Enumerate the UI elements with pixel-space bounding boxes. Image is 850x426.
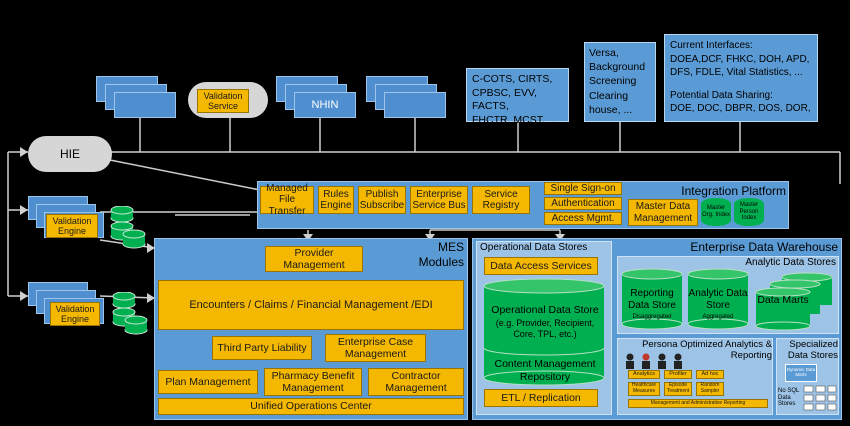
- contractor-management: Contractor Management: [368, 368, 464, 396]
- ad-hoc-tool: Ad hoc: [696, 370, 724, 379]
- versa-line: Clearing: [589, 89, 629, 102]
- encounters-claims-module: Encounters / Claims / Financial Manageme…: [158, 280, 464, 330]
- validation-engine-label: Validation Engine: [46, 214, 98, 238]
- versa-line: Versa,: [589, 47, 619, 59]
- edw-title: Enterprise Data Warehouse: [690, 240, 838, 254]
- enterprise-service-bus: Enterprise Service Bus: [410, 186, 468, 214]
- hie-cloud: HIE: [28, 136, 112, 172]
- validation-service-label: Validation Service: [197, 89, 249, 113]
- database-icon: [112, 292, 148, 335]
- data-access-services: Data Access Services: [484, 257, 598, 275]
- potential-sharing-line: DOE, DOC, DBPR, DOS, DOR, ...: [670, 103, 811, 128]
- current-interfaces-title: Current Interfaces:: [670, 40, 753, 51]
- profiler-tool: Profiler: [664, 370, 692, 379]
- persona-analytics-title: Persona Optimized Analytics & Reporting: [642, 339, 772, 362]
- versa-line: Background: [589, 61, 646, 74]
- validation-engine-label: Validation Engine: [50, 302, 100, 326]
- content-management-repository: Content Management Repository: [494, 358, 596, 383]
- management-reporting: Management and Administrative Reporting: [628, 399, 768, 408]
- healthcare-measures-tool: Healthcare Measures: [628, 382, 660, 396]
- service-registry: Service Registry: [472, 186, 530, 214]
- potential-sharing-title: Potential Data Sharing:: [670, 89, 773, 101]
- enterprise-case-management: Enterprise Case Management: [325, 334, 426, 362]
- unified-operations-center: Unified Operations Center: [158, 398, 464, 415]
- cots-line: CPBSC, EVV, FACTS,: [472, 86, 537, 113]
- reporting-data-store: Reporting Data Store: [628, 288, 676, 311]
- single-sign-on: Single Sign-on: [544, 182, 622, 195]
- cots-line: C-COTS, CIRTS,: [472, 73, 553, 85]
- current-interfaces-line: DFS, FDLE, Vital Statistics, ...: [670, 67, 803, 78]
- integration-platform-title: Integration Platform: [681, 184, 786, 198]
- episode-treatment-tool: Episode Treatment: [664, 382, 692, 396]
- managed-file-transfer: Managed File Transfer: [260, 183, 314, 217]
- master-data-management: Master Data Management: [628, 199, 698, 226]
- nhin-label: NHIN: [294, 92, 356, 118]
- data-marts: Data Marts: [757, 294, 809, 306]
- system-stack-page: [114, 92, 176, 118]
- current-interfaces-box: Current Interfaces: DOEA,DCF, FHKC, DOH,…: [664, 34, 818, 128]
- access-management: Access Mgmt.: [544, 212, 622, 225]
- rules-engine: Rules Engine: [318, 186, 354, 214]
- cots-systems-box: C-COTS, CIRTS, CPBSC, EVV, FACTS, FHCTR,…: [466, 68, 569, 126]
- etl-replication: ETL / Replication: [484, 389, 598, 407]
- publish-subscribe: Publish Subscribe: [358, 186, 406, 214]
- versa-line: Screening: [589, 75, 637, 88]
- mes-modules-title: MES Modules: [418, 240, 464, 269]
- versa-line: house, ...: [589, 103, 633, 116]
- versa-box: Versa, Background Screening Clearing hou…: [584, 42, 656, 122]
- analytic-data-store-sub: Aggregated: [702, 314, 734, 320]
- master-org-index: Master Org. Index: [701, 198, 731, 226]
- data-marts-cylinders: [755, 272, 833, 331]
- persona-people-icon: [626, 353, 682, 369]
- reporting-data-store-sub: Disaggregated: [632, 314, 672, 320]
- database-icon: [110, 206, 146, 249]
- random-sampler-tool: Random Sampler: [696, 382, 724, 396]
- analytic-data-store: Analytic Data Store: [688, 288, 748, 311]
- analytic-data-stores-title: Analytic Data Stores: [745, 257, 836, 268]
- provider-management: Provider Management: [265, 246, 363, 272]
- plan-management: Plan Management: [158, 370, 258, 394]
- operational-data-store-label: Operational Data Store: [491, 304, 599, 316]
- authentication: Authentication: [544, 197, 622, 210]
- current-interfaces-line: DOEA,DCF, FHKC, DOH, APD,: [670, 53, 810, 65]
- master-person-index: Master Person Index: [734, 198, 764, 226]
- cots-line: FHCTR, MCST, ...: [472, 113, 557, 126]
- operational-data-store-cylinder: [483, 278, 605, 386]
- pharmacy-benefit-management: Pharmacy Benefit Management: [264, 368, 362, 396]
- third-party-liability: Third Party Liability: [212, 336, 312, 360]
- analytics-tool: Analytics: [628, 370, 660, 379]
- system-stack-page: [384, 92, 446, 118]
- no-sql-data-stores: No SQL Data Stores: [778, 388, 800, 408]
- specialized-data-stores-title: Specialized Data Stores: [787, 339, 838, 362]
- dynamic-data-marts: Dynamic Data Marts: [785, 364, 817, 382]
- operational-data-store-detail: (e.g. Provider, Recipient, Core, TPL, et…: [495, 318, 595, 339]
- no-sql-stores-icon: [803, 385, 837, 411]
- analytic-cylinders: [621, 268, 749, 330]
- ods-title: Operational Data Stores: [480, 242, 588, 253]
